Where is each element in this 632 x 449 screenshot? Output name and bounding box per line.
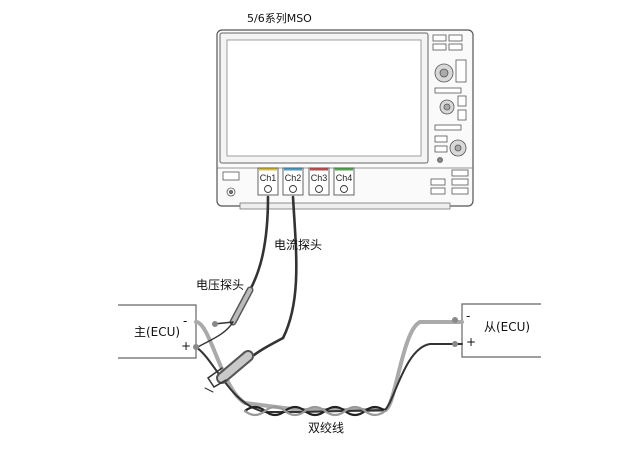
ch4-block: [333, 167, 355, 196]
ch2-bnc-connector: [289, 185, 297, 193]
master-minus-label: -: [183, 314, 188, 328]
ch1-bnc-connector: [264, 185, 272, 193]
slave-minus-terminal: [452, 317, 458, 323]
master-minus-terminal: [212, 321, 218, 327]
ch2-label: Ch2: [284, 173, 302, 183]
current-direction-arrow: [204, 387, 214, 393]
voltage-probe-label: 电压探头: [196, 278, 245, 292]
current-probe-label: 电流探头: [274, 238, 323, 252]
slave-minus-label: -: [466, 309, 471, 323]
control-panel: [222, 34, 469, 197]
oscilloscope: [216, 29, 474, 210]
ch2-block: [282, 167, 304, 196]
slave-plus-label: +: [466, 335, 477, 349]
ch3-label: Ch3: [310, 173, 328, 183]
ch3-block: [308, 167, 330, 196]
ch3-bnc-connector: [315, 185, 323, 193]
ch4-bnc-connector: [340, 185, 348, 193]
ch1-block: [257, 167, 279, 196]
ch4-label: Ch4: [335, 173, 353, 183]
slave-plus-terminal: [452, 341, 458, 347]
twisted-pair-cable: [194, 320, 464, 417]
master-plus-terminal: [193, 344, 199, 350]
master-ecu-label: 主(ECU): [134, 325, 181, 339]
master-ecu-box: [118, 304, 197, 359]
slave-ecu-box: [461, 303, 541, 358]
voltage-probe-cable: [248, 195, 270, 292]
master-plus-label: +: [181, 339, 192, 353]
oscilloscope-title: 5/6系列MSO: [247, 12, 312, 25]
voltage-probe-ground-lead: [197, 321, 234, 348]
twisted-pair-label: 双绞线: [308, 421, 345, 435]
slave-ecu-label: 从(ECU): [484, 320, 531, 334]
ch1-label: Ch1: [259, 173, 277, 183]
probe-cables: [197, 195, 298, 393]
current-probe-clamp: [206, 367, 227, 389]
current-probe-cable: [281, 195, 298, 340]
channel-inputs: [257, 167, 355, 196]
